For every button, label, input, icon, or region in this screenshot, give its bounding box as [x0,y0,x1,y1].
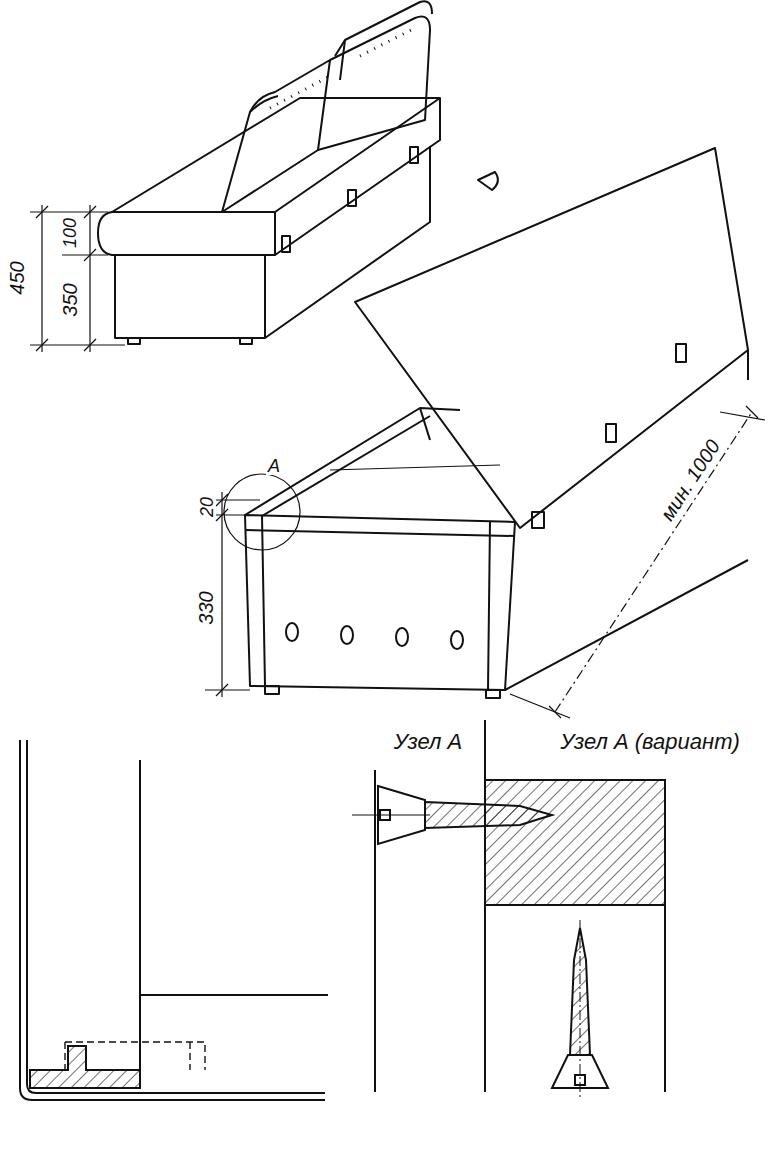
detail-title: Узел А (вариант) [558,731,742,753]
detail-marker: А [266,457,282,475]
detail-title: Узел А [392,731,465,753]
dimension-text: мин. 1000 [656,435,725,526]
dimension-text: 20 [198,495,216,519]
dimension-text: 450 [7,259,27,296]
detail-a-variant [352,720,665,1100]
box-dimensions [205,406,765,718]
sofa-dimensions [30,205,125,352]
dimension-text: 330 [196,589,216,626]
detail-a [20,740,328,1100]
storage-box [224,148,748,698]
dimension-text: 100 [61,216,79,250]
dimension-text: 350 [60,281,80,318]
sofa-sketch [98,1,440,344]
